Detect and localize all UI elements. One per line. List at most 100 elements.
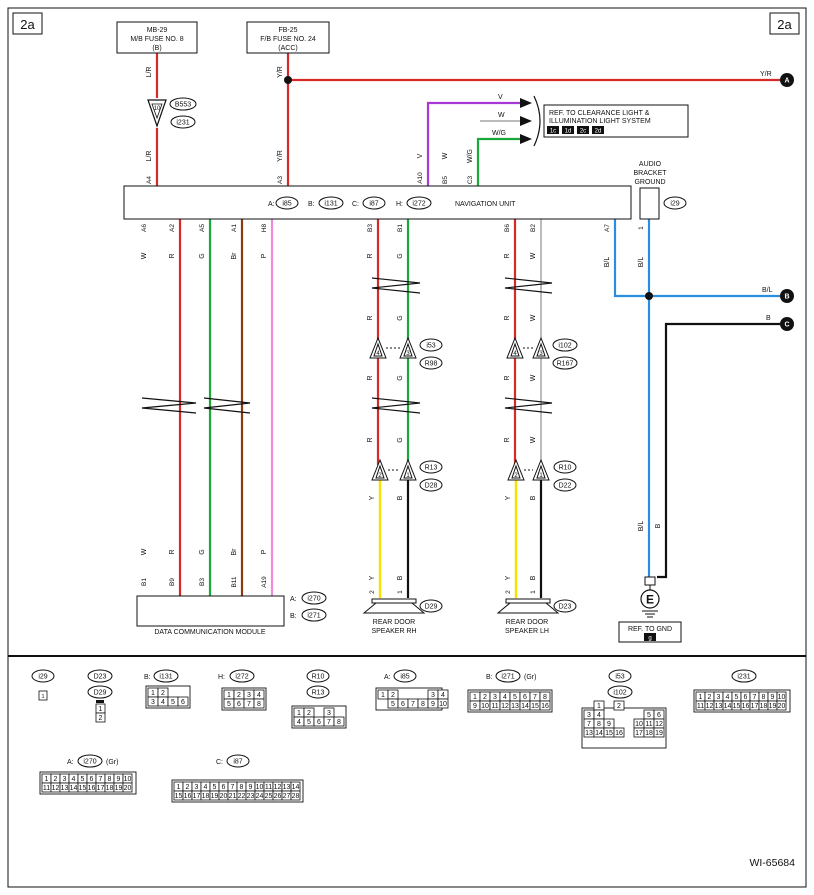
svg-text:2c: 2c xyxy=(580,129,586,135)
connector-pin-cell xyxy=(290,790,301,801)
connector-pin-label: 11 xyxy=(645,721,652,728)
fuse-box-fb25 xyxy=(246,21,330,54)
connector-pin-label: 12 xyxy=(274,784,282,791)
connector-face-frame xyxy=(693,689,791,713)
pin-rh-lower-1: 1 xyxy=(406,473,410,479)
legend-d29: D29 xyxy=(94,690,107,697)
connector-pin-label: 14 xyxy=(70,785,78,792)
svg-text:W/G: W/G xyxy=(492,130,506,137)
svg-text:R: R xyxy=(504,437,511,442)
offpage-a xyxy=(780,73,794,87)
ref-r10-oval xyxy=(553,460,577,474)
connector-face-frame xyxy=(221,687,267,711)
pin-lh-upper-4: 4 xyxy=(513,351,517,357)
connector-pin-label: 5 xyxy=(213,784,217,791)
connector-pin-label: 26 xyxy=(274,793,282,800)
pin-labels: A4 A3 A10 B5 C3 A6 A2 A5 A1 H8 B3 B1 B6 … xyxy=(141,172,645,594)
connector-pin-cell xyxy=(539,700,551,711)
ref-b553: B553 xyxy=(175,102,191,109)
svg-text:R: R xyxy=(504,315,511,320)
connector-pin-label: 12 xyxy=(52,785,60,792)
speaker-lh-line2: SPEAKER LH xyxy=(505,628,549,635)
connector-pin-label: 8 xyxy=(257,701,261,708)
wire-b-c xyxy=(657,322,780,579)
svg-text:A3: A3 xyxy=(277,176,284,184)
legend-i87-pre: C: xyxy=(216,759,223,766)
pin-rh-upper-3: 3 xyxy=(406,351,410,357)
connector-pin-label: 19 xyxy=(769,703,777,710)
svg-text:Br: Br xyxy=(231,252,238,260)
page-tag-right-box xyxy=(769,12,800,35)
pin-lh-lower-1: 1 xyxy=(539,473,543,479)
svg-text:Y/R: Y/R xyxy=(760,71,772,78)
connector-pin-label: 14 xyxy=(595,730,603,737)
legend-i271: i271 xyxy=(501,674,514,681)
svg-text:C3: C3 xyxy=(467,175,474,184)
offpage-b xyxy=(780,289,794,303)
speaker-rh-con: D29 xyxy=(425,604,438,611)
connector-rh-lower-icon xyxy=(371,458,417,481)
audio-ground-oval xyxy=(663,196,687,210)
svg-text:B: B xyxy=(530,495,537,500)
svg-text:B: B xyxy=(766,315,771,322)
connector-pin-label: 21 xyxy=(229,793,237,800)
legend-r13: R13 xyxy=(312,690,325,697)
dcm-label: DATA COMMUNICATION MODULE xyxy=(154,629,266,636)
connector-pin-label: 1 xyxy=(45,776,49,783)
ref-r13: R13 xyxy=(425,465,438,472)
fuse-mb29-line2: M/B FUSE NO. 8 xyxy=(130,36,183,43)
legend-i131: i131 xyxy=(159,674,172,681)
svg-text:1: 1 xyxy=(397,590,404,594)
connector-pin-label: 9 xyxy=(431,701,435,708)
connector-pin-label: 13 xyxy=(61,785,69,792)
ref-r167-oval xyxy=(552,356,578,370)
legend-r13-oval xyxy=(306,685,330,699)
nav-pre-h: H: xyxy=(396,201,403,208)
nav-con-c-oval xyxy=(362,196,386,210)
legend-i131-pre: B: xyxy=(144,674,151,681)
svg-text:R: R xyxy=(367,253,374,258)
connector-pin-label: 11 xyxy=(491,703,498,710)
connector-pin-label: 10 xyxy=(124,776,132,783)
connector-pin-cell xyxy=(122,782,133,793)
svg-text:W: W xyxy=(530,374,537,381)
nav-pre-a: A: xyxy=(268,201,275,208)
ground-connector xyxy=(644,576,656,586)
speaker-lh-icon xyxy=(496,598,560,614)
nav-unit-label: NAVIGATION UNIT xyxy=(455,201,516,208)
legend-i271-suffix: (Gr) xyxy=(524,674,536,681)
connector-pin-label: 14 xyxy=(292,784,300,791)
connector-pin-label: 6 xyxy=(222,784,226,791)
legend-i85: i85 xyxy=(400,674,409,681)
connector-pin-label: 7 xyxy=(247,701,251,708)
legend-i102: i102 xyxy=(613,690,626,697)
svg-text:B/L: B/L xyxy=(604,257,611,268)
svg-text:G: G xyxy=(199,549,206,554)
connector-pin-label: 8 xyxy=(108,776,112,783)
connector-pin-label: 17 xyxy=(97,785,105,792)
ref-gnd-box xyxy=(618,621,682,643)
connector-pin-label: 1 xyxy=(177,784,181,791)
svg-text:V: V xyxy=(417,153,424,158)
legend-d2329-key xyxy=(96,700,104,703)
break-marks xyxy=(141,277,553,414)
svg-text:2: 2 xyxy=(505,590,512,594)
connector-pin-label: 3 xyxy=(717,694,721,701)
svg-text:B2: B2 xyxy=(530,224,537,232)
svg-text:Y: Y xyxy=(369,575,376,580)
connector-pin-label: 8 xyxy=(337,719,341,726)
svg-text:W: W xyxy=(141,548,148,555)
connector-pin-label: 16 xyxy=(615,730,623,737)
arrow-w xyxy=(520,116,532,126)
svg-text:A1: A1 xyxy=(231,224,238,232)
svg-text:B6: B6 xyxy=(504,224,511,232)
ref-clearance-line2: ILLUMINATION LIGHT SYSTEM xyxy=(549,118,651,125)
legend-i271-oval xyxy=(495,669,521,683)
svg-text:H8: H8 xyxy=(261,223,268,232)
pin-lh-upper-3: 3 xyxy=(539,351,543,357)
ref-clearance-tags: 1c 1d 2c 2d xyxy=(547,126,604,135)
